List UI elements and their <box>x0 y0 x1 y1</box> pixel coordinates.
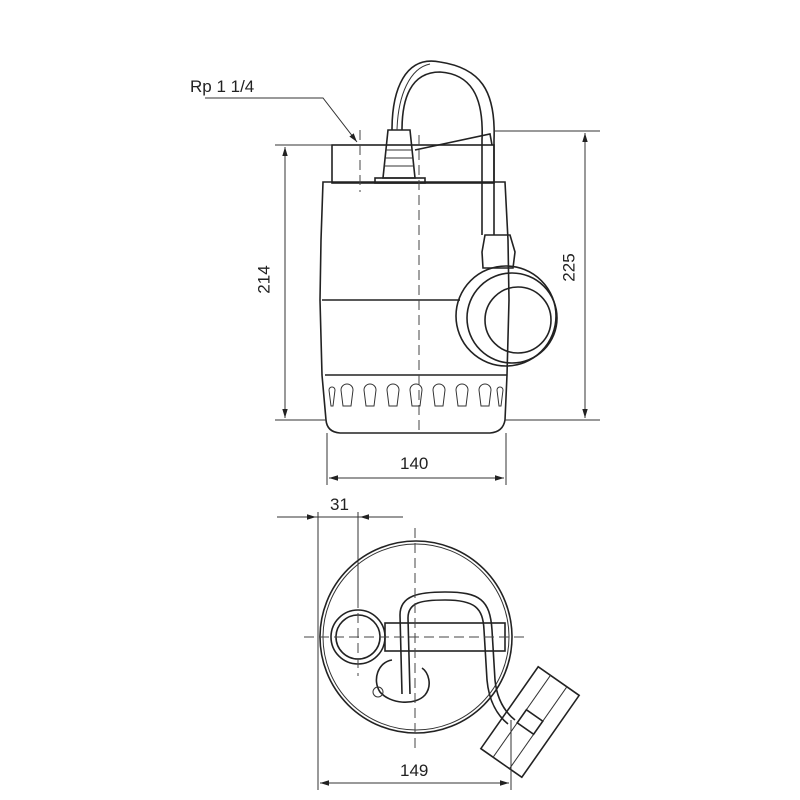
strainer-slot <box>478 383 492 407</box>
cable-gland <box>382 129 416 179</box>
strainer-slot <box>409 383 423 407</box>
pump-handle <box>414 133 493 151</box>
strainer-slot <box>455 383 469 407</box>
float-top <box>479 665 581 779</box>
side-view <box>205 60 600 485</box>
dim-149-label: 149 <box>400 761 429 780</box>
strainer-slots <box>328 383 504 407</box>
dim-140-label: 140 <box>400 454 429 473</box>
strainer-slot <box>363 383 377 407</box>
cable-loop-top <box>399 591 516 721</box>
power-cable <box>391 60 495 235</box>
dim-31-label: 31 <box>330 495 349 514</box>
dim-214-label: 214 <box>254 265 274 294</box>
strainer-slot <box>340 383 354 407</box>
float-neck <box>481 234 516 269</box>
connection-label: Rp 1 1/4 <box>190 77 255 96</box>
strainer-slot <box>328 386 336 407</box>
dim-225-label: 225 <box>559 253 579 282</box>
connection-leader <box>205 97 358 143</box>
top-view <box>277 512 581 790</box>
cable-clip <box>375 659 430 703</box>
strainer-slot <box>386 383 400 407</box>
strainer-slot <box>496 386 504 407</box>
float-switch-outer <box>455 265 557 367</box>
strainer-slot <box>432 383 446 407</box>
pump-body <box>319 181 510 434</box>
float-switch-inner <box>484 286 552 354</box>
